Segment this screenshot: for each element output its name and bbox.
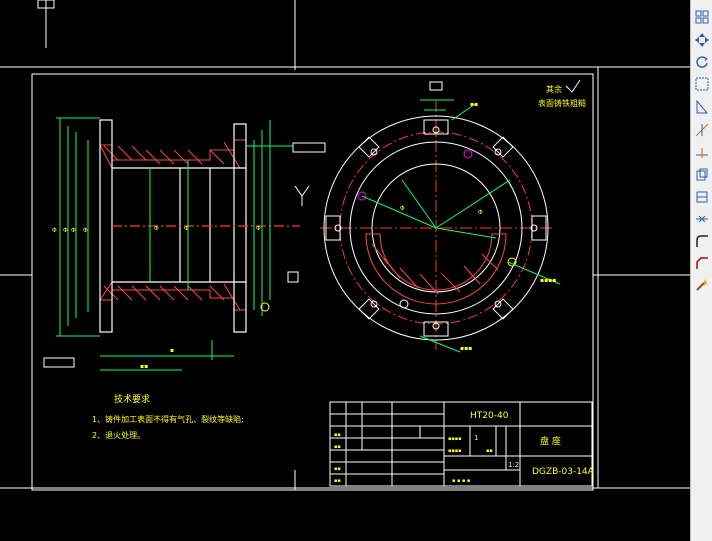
rotate-button[interactable] bbox=[693, 53, 711, 71]
svg-text:▪▪: ▪▪ bbox=[486, 448, 493, 454]
section-outline bbox=[99, 119, 300, 333]
roughness-text-2: 表面铸铁粗糙 bbox=[538, 98, 586, 108]
roughness-note: 其余 表面铸铁粗糙 bbox=[538, 79, 586, 108]
copy-button[interactable] bbox=[693, 166, 711, 184]
rotate-icon bbox=[696, 56, 708, 68]
svg-text:▪▪▪▪: ▪▪▪▪ bbox=[448, 448, 462, 454]
svg-text:Φ: Φ bbox=[256, 225, 261, 232]
extend-icon bbox=[696, 148, 708, 158]
chamfer-button[interactable] bbox=[693, 254, 711, 272]
move-icon bbox=[695, 33, 709, 47]
chamfer-icon bbox=[696, 257, 708, 269]
svg-text:Φ: Φ bbox=[400, 205, 405, 212]
drawing-number-text: DGZB-03-14A bbox=[532, 467, 595, 477]
note-2: 2、退火处理。 bbox=[92, 430, 145, 440]
svg-text:▪▪: ▪▪ bbox=[140, 363, 148, 370]
offset-icon bbox=[696, 215, 708, 223]
scale-text: 1:2 bbox=[508, 461, 519, 469]
roughness-text-1: 其余 bbox=[546, 84, 562, 94]
material-text: HT20-40 bbox=[470, 411, 509, 421]
svg-text:▪▪▪▪: ▪▪▪▪ bbox=[448, 436, 462, 442]
explode-button[interactable] bbox=[693, 276, 711, 294]
copy-icon bbox=[696, 168, 708, 181]
grid-icon bbox=[695, 10, 709, 24]
svg-text:▪▪: ▪▪ bbox=[470, 101, 478, 108]
svg-text:▪▪: ▪▪ bbox=[334, 432, 341, 438]
front-view: ▪▪▪▪▪▪▪▪▪ ΦΦ bbox=[320, 81, 561, 353]
scale-icon bbox=[695, 77, 709, 91]
fillet-icon bbox=[696, 235, 708, 247]
crosshair-cursor bbox=[37, 0, 296, 70]
grid-button[interactable] bbox=[693, 8, 711, 26]
section-dimensions bbox=[43, 117, 326, 371]
svg-text:Φ: Φ bbox=[184, 225, 189, 232]
svg-text:Φ: Φ bbox=[63, 227, 68, 234]
svg-text:▪▪▪▪: ▪▪▪▪ bbox=[540, 277, 556, 284]
svg-text:▪▪: ▪▪ bbox=[334, 444, 341, 450]
trim-icon bbox=[695, 123, 709, 137]
section-hatch bbox=[99, 139, 247, 311]
fillet-button[interactable] bbox=[693, 232, 711, 250]
note-1: 1、铸件加工表面不得有气孔、裂纹等缺陷; bbox=[92, 414, 244, 424]
svg-text:▪ ▪ ▪ ▪: ▪ ▪ ▪ ▪ bbox=[452, 478, 470, 484]
svg-text:Φ: Φ bbox=[154, 225, 159, 232]
array-icon bbox=[696, 191, 708, 203]
drawing-frame bbox=[0, 66, 690, 491]
mirror-icon bbox=[696, 100, 709, 114]
quantity-text: 1 bbox=[474, 434, 478, 442]
svg-text:Φ: Φ bbox=[83, 227, 88, 234]
part-name-text: 盘 座 bbox=[540, 435, 561, 447]
scale-button[interactable] bbox=[693, 75, 711, 93]
title-block-text: HT20-40 盘 座 DGZB-03-14A 1:2 1 ▪▪▪▪▪▪▪▪ ▪… bbox=[334, 411, 595, 484]
svg-text:▪: ▪ bbox=[170, 347, 174, 354]
modify-toolbar bbox=[690, 0, 712, 541]
move-button[interactable] bbox=[693, 31, 711, 49]
svg-text:▪▪▪: ▪▪▪ bbox=[460, 345, 472, 352]
svg-text:Φ: Φ bbox=[71, 227, 76, 234]
datum-marker bbox=[260, 302, 270, 312]
trim-button[interactable] bbox=[693, 121, 711, 139]
extend-button[interactable] bbox=[693, 144, 711, 162]
offset-button[interactable] bbox=[693, 210, 711, 228]
technical-notes: 技术要求 1、铸件加工表面不得有气孔、裂纹等缺陷; 2、退火处理。 bbox=[92, 393, 244, 440]
title-block bbox=[329, 401, 593, 487]
svg-text:Φ: Φ bbox=[478, 209, 483, 216]
array-button[interactable] bbox=[693, 188, 711, 206]
svg-text:▪▪: ▪▪ bbox=[334, 466, 341, 472]
stretch-button[interactable] bbox=[693, 98, 711, 116]
ucs-icon bbox=[287, 185, 310, 283]
svg-text:▪▪: ▪▪ bbox=[334, 478, 341, 484]
svg-text:Φ: Φ bbox=[52, 227, 57, 234]
notes-title: 技术要求 bbox=[114, 393, 150, 405]
explode-icon bbox=[696, 279, 708, 291]
